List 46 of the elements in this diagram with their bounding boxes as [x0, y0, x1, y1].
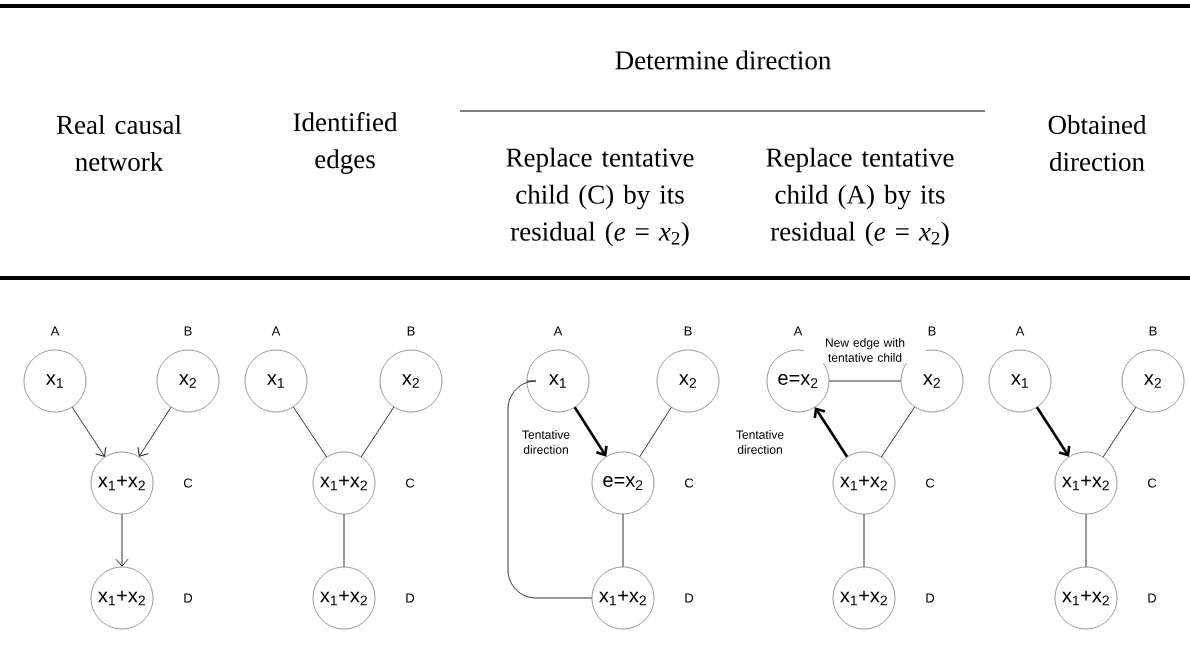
- node-letter: B: [184, 326, 192, 336]
- arrow: [813, 407, 849, 458]
- node-letter: A: [271, 326, 281, 336]
- node-letter: C: [183, 478, 193, 488]
- node-letter: B: [1149, 326, 1157, 336]
- node-letter: C: [926, 478, 935, 488]
- edge-label: Tentative direction: [512, 429, 580, 455]
- arrow: [137, 406, 172, 457]
- node-letter: D: [1148, 593, 1157, 603]
- connector-line: [360, 406, 395, 458]
- column-header: Real causal network: [56, 115, 182, 171]
- connector-line: [622, 513, 624, 568]
- connector-line: [880, 406, 916, 458]
- connector-line: [639, 406, 672, 458]
- node-letter: C: [405, 478, 415, 488]
- node-letter: C: [1148, 478, 1157, 488]
- connector-line: [292, 406, 328, 458]
- node-letter: B: [684, 326, 692, 336]
- connector-line: [507, 380, 593, 599]
- connector-line: [828, 380, 902, 382]
- node-letter: A: [553, 326, 563, 336]
- node-letter: A: [1015, 326, 1025, 336]
- edge-label: New edge with tentative child: [804, 337, 926, 363]
- node-letter: D: [184, 593, 193, 603]
- connector-line: [343, 513, 345, 568]
- node-letter: B: [928, 326, 936, 336]
- node-letter: D: [406, 593, 415, 603]
- arrow: [573, 406, 608, 457]
- node-letter: C: [685, 478, 694, 488]
- node-letter: D: [685, 593, 694, 603]
- column-header: Obtained direction: [1048, 115, 1147, 171]
- node-letter: D: [926, 593, 935, 603]
- connector-line: [1102, 406, 1137, 458]
- column-header: Replace tentative child (C) by its residual (e = x$_{2}$): [506, 147, 694, 247]
- connector-line: [863, 513, 865, 568]
- node-letter: A: [793, 326, 803, 336]
- node-letter: B: [407, 326, 415, 336]
- node-letter: A: [50, 326, 60, 336]
- column-header: Determine direction: [615, 50, 831, 70]
- arrow: [1035, 406, 1071, 457]
- column-header: Identified edges: [293, 112, 398, 174]
- connector-line: [1085, 513, 1087, 568]
- arrow: [71, 406, 107, 457]
- edge-label: Tentative direction: [726, 429, 794, 455]
- arrow: [115, 513, 129, 567]
- column-header: Replace tentative child (A) by its residual (e = x$_{2}$): [766, 147, 954, 247]
